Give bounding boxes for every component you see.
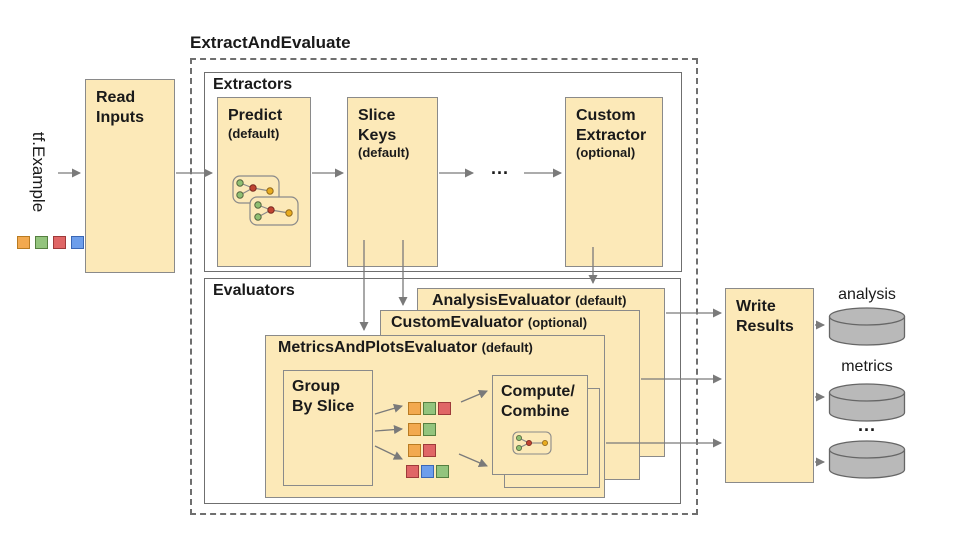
extract-and-evaluate-frame: [190, 58, 698, 515]
square-red: [406, 465, 419, 478]
predict-label: Predict: [228, 107, 283, 124]
pipeline-title: ExtractAndEvaluate: [190, 33, 351, 52]
read-inputs-box: Read Inputs: [85, 79, 175, 273]
extractors-ellipsis: ...: [490, 158, 509, 178]
metrics-evaluator-qualifier: (default): [481, 340, 533, 355]
custom-evaluator-label: CustomEvaluator: [391, 314, 524, 331]
read-inputs-label: Read Inputs: [96, 89, 144, 126]
square-red: [53, 236, 66, 249]
extractors-section-label: Extractors: [213, 76, 293, 93]
square-orange: [408, 402, 421, 415]
group-by-slice-label: Group By Slice: [292, 378, 355, 415]
slice-keys-label: Slice Keys: [358, 107, 397, 144]
square-green: [35, 236, 48, 249]
predict-box: Predict (default): [217, 97, 311, 267]
square-blue: [71, 236, 84, 249]
custom-extractor-box: Custom Extractor (optional): [565, 97, 663, 267]
slice-keys-box: Slice Keys (default): [347, 97, 438, 267]
slice-keys-qualifier: (default): [358, 145, 410, 161]
write-results-box: Write Results: [725, 288, 814, 483]
tf-example-label: tf.Example: [29, 131, 48, 213]
compute-combine-box: Compute/ Combine: [492, 375, 588, 475]
custom-evaluator-qualifier: (optional): [527, 315, 588, 330]
metrics-database-icon: [828, 383, 906, 422]
analysis-output-label: analysis: [838, 286, 896, 303]
group-by-slice-box: Group By Slice: [283, 370, 373, 486]
custom-extractor-label: Custom Extractor: [576, 107, 647, 144]
square-green: [423, 402, 436, 415]
predict-qualifier: (default): [228, 125, 280, 141]
metrics-output-label: metrics: [841, 358, 893, 375]
metrics-evaluator-label: MetricsAndPlotsEvaluator: [278, 339, 478, 356]
more-outputs-ellipsis: ...: [857, 415, 876, 435]
square-orange: [408, 444, 421, 457]
evaluators-frame: Evaluators: [204, 278, 681, 504]
custom-extractor-qualifier: (optional): [576, 145, 636, 161]
square-green: [436, 465, 449, 478]
analysis-database-icon: [828, 307, 906, 346]
evaluators-section-label: Evaluators: [213, 282, 295, 299]
other-database-icon: [828, 440, 906, 479]
combine-graph-icon: [512, 431, 552, 455]
square-red: [438, 402, 451, 415]
square-orange: [17, 236, 30, 249]
square-red: [423, 444, 436, 457]
square-green: [423, 423, 436, 436]
analysis-evaluator-qualifier: (default): [575, 293, 627, 308]
compute-combine-label: Compute/ Combine: [501, 383, 575, 420]
analysis-evaluator-label: AnalysisEvaluator: [432, 292, 571, 309]
square-blue: [421, 465, 434, 478]
square-orange: [408, 423, 421, 436]
write-results-label: Write Results: [736, 298, 794, 335]
model-graph-icon: [232, 175, 299, 226]
